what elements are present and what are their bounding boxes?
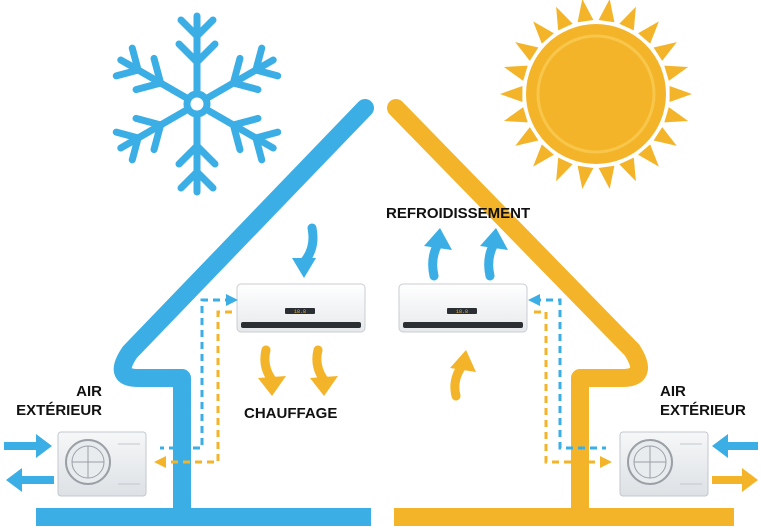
indoor-unit-display-right: 18.8 <box>456 309 468 315</box>
sun-ray <box>598 165 615 189</box>
sun-ray <box>664 107 689 123</box>
sun-ray <box>503 107 528 123</box>
cooling-label: REFROIDISSEMENT <box>386 205 531 222</box>
sun-ray <box>515 42 539 61</box>
house-right-wall-yellow <box>387 99 734 526</box>
sun-ray <box>664 65 689 81</box>
sun-ray <box>577 0 594 23</box>
outdoor-ac-unit-left <box>57 431 147 497</box>
air-arrow-left-outdoor-out <box>6 468 54 492</box>
sun-ray <box>653 42 677 61</box>
sun-ray <box>598 0 615 23</box>
sun-ray <box>577 165 594 189</box>
indoor-unit-display-left: 18.8 <box>294 309 306 315</box>
left-outdoor-label: AIR EXTÉRIEUR <box>4 382 102 420</box>
indoor-ac-unit-right: 18.8 <box>398 283 528 333</box>
heating-label: CHAUFFAGE <box>244 405 338 422</box>
right-outdoor-label-line2: EXTÉRIEUR <box>660 402 746 419</box>
outdoor-ac-unit-right <box>619 431 709 497</box>
sun-ray <box>533 144 554 167</box>
sun-ray <box>638 144 659 167</box>
left-outdoor-label-line2: EXTÉRIEUR <box>16 402 102 419</box>
air-arrow-heating-2 <box>310 345 338 396</box>
right-outdoor-label: AIR EXTÉRIEUR <box>660 382 760 420</box>
refrigerant-line-right <box>528 294 612 468</box>
sun-ray <box>638 21 659 44</box>
air-arrow-cooling-2 <box>480 228 508 281</box>
refrigerant-line-left <box>154 294 238 468</box>
left-outdoor-label-line1: AIR <box>76 383 102 400</box>
sun-icon <box>500 0 692 189</box>
air-arrow-right-outdoor-out <box>712 468 758 492</box>
sun-ray <box>533 21 554 44</box>
air-arrow-right-outdoor-in <box>712 434 758 458</box>
sun-ray <box>619 6 636 31</box>
indoor-ac-unit-left: 18.8 <box>236 283 366 333</box>
sun-ray <box>515 127 539 146</box>
sun-ray <box>619 157 636 182</box>
air-arrow-right-unit-intake <box>450 350 476 401</box>
sun-ray <box>653 127 677 146</box>
sun-ray <box>556 157 573 182</box>
air-arrow-left-unit-intake <box>292 223 318 278</box>
snowflake-icon <box>112 12 282 192</box>
house-left-wall-blue <box>36 99 374 526</box>
air-arrow-heating-1 <box>258 345 286 396</box>
air-arrow-cooling-1 <box>424 228 452 281</box>
sun-ray <box>669 86 692 102</box>
air-arrow-left-outdoor-in <box>4 434 52 458</box>
sun-ray <box>503 65 528 81</box>
sun-ray <box>500 86 523 102</box>
sun-ray <box>556 6 573 31</box>
right-outdoor-label-line1: AIR <box>660 383 686 400</box>
